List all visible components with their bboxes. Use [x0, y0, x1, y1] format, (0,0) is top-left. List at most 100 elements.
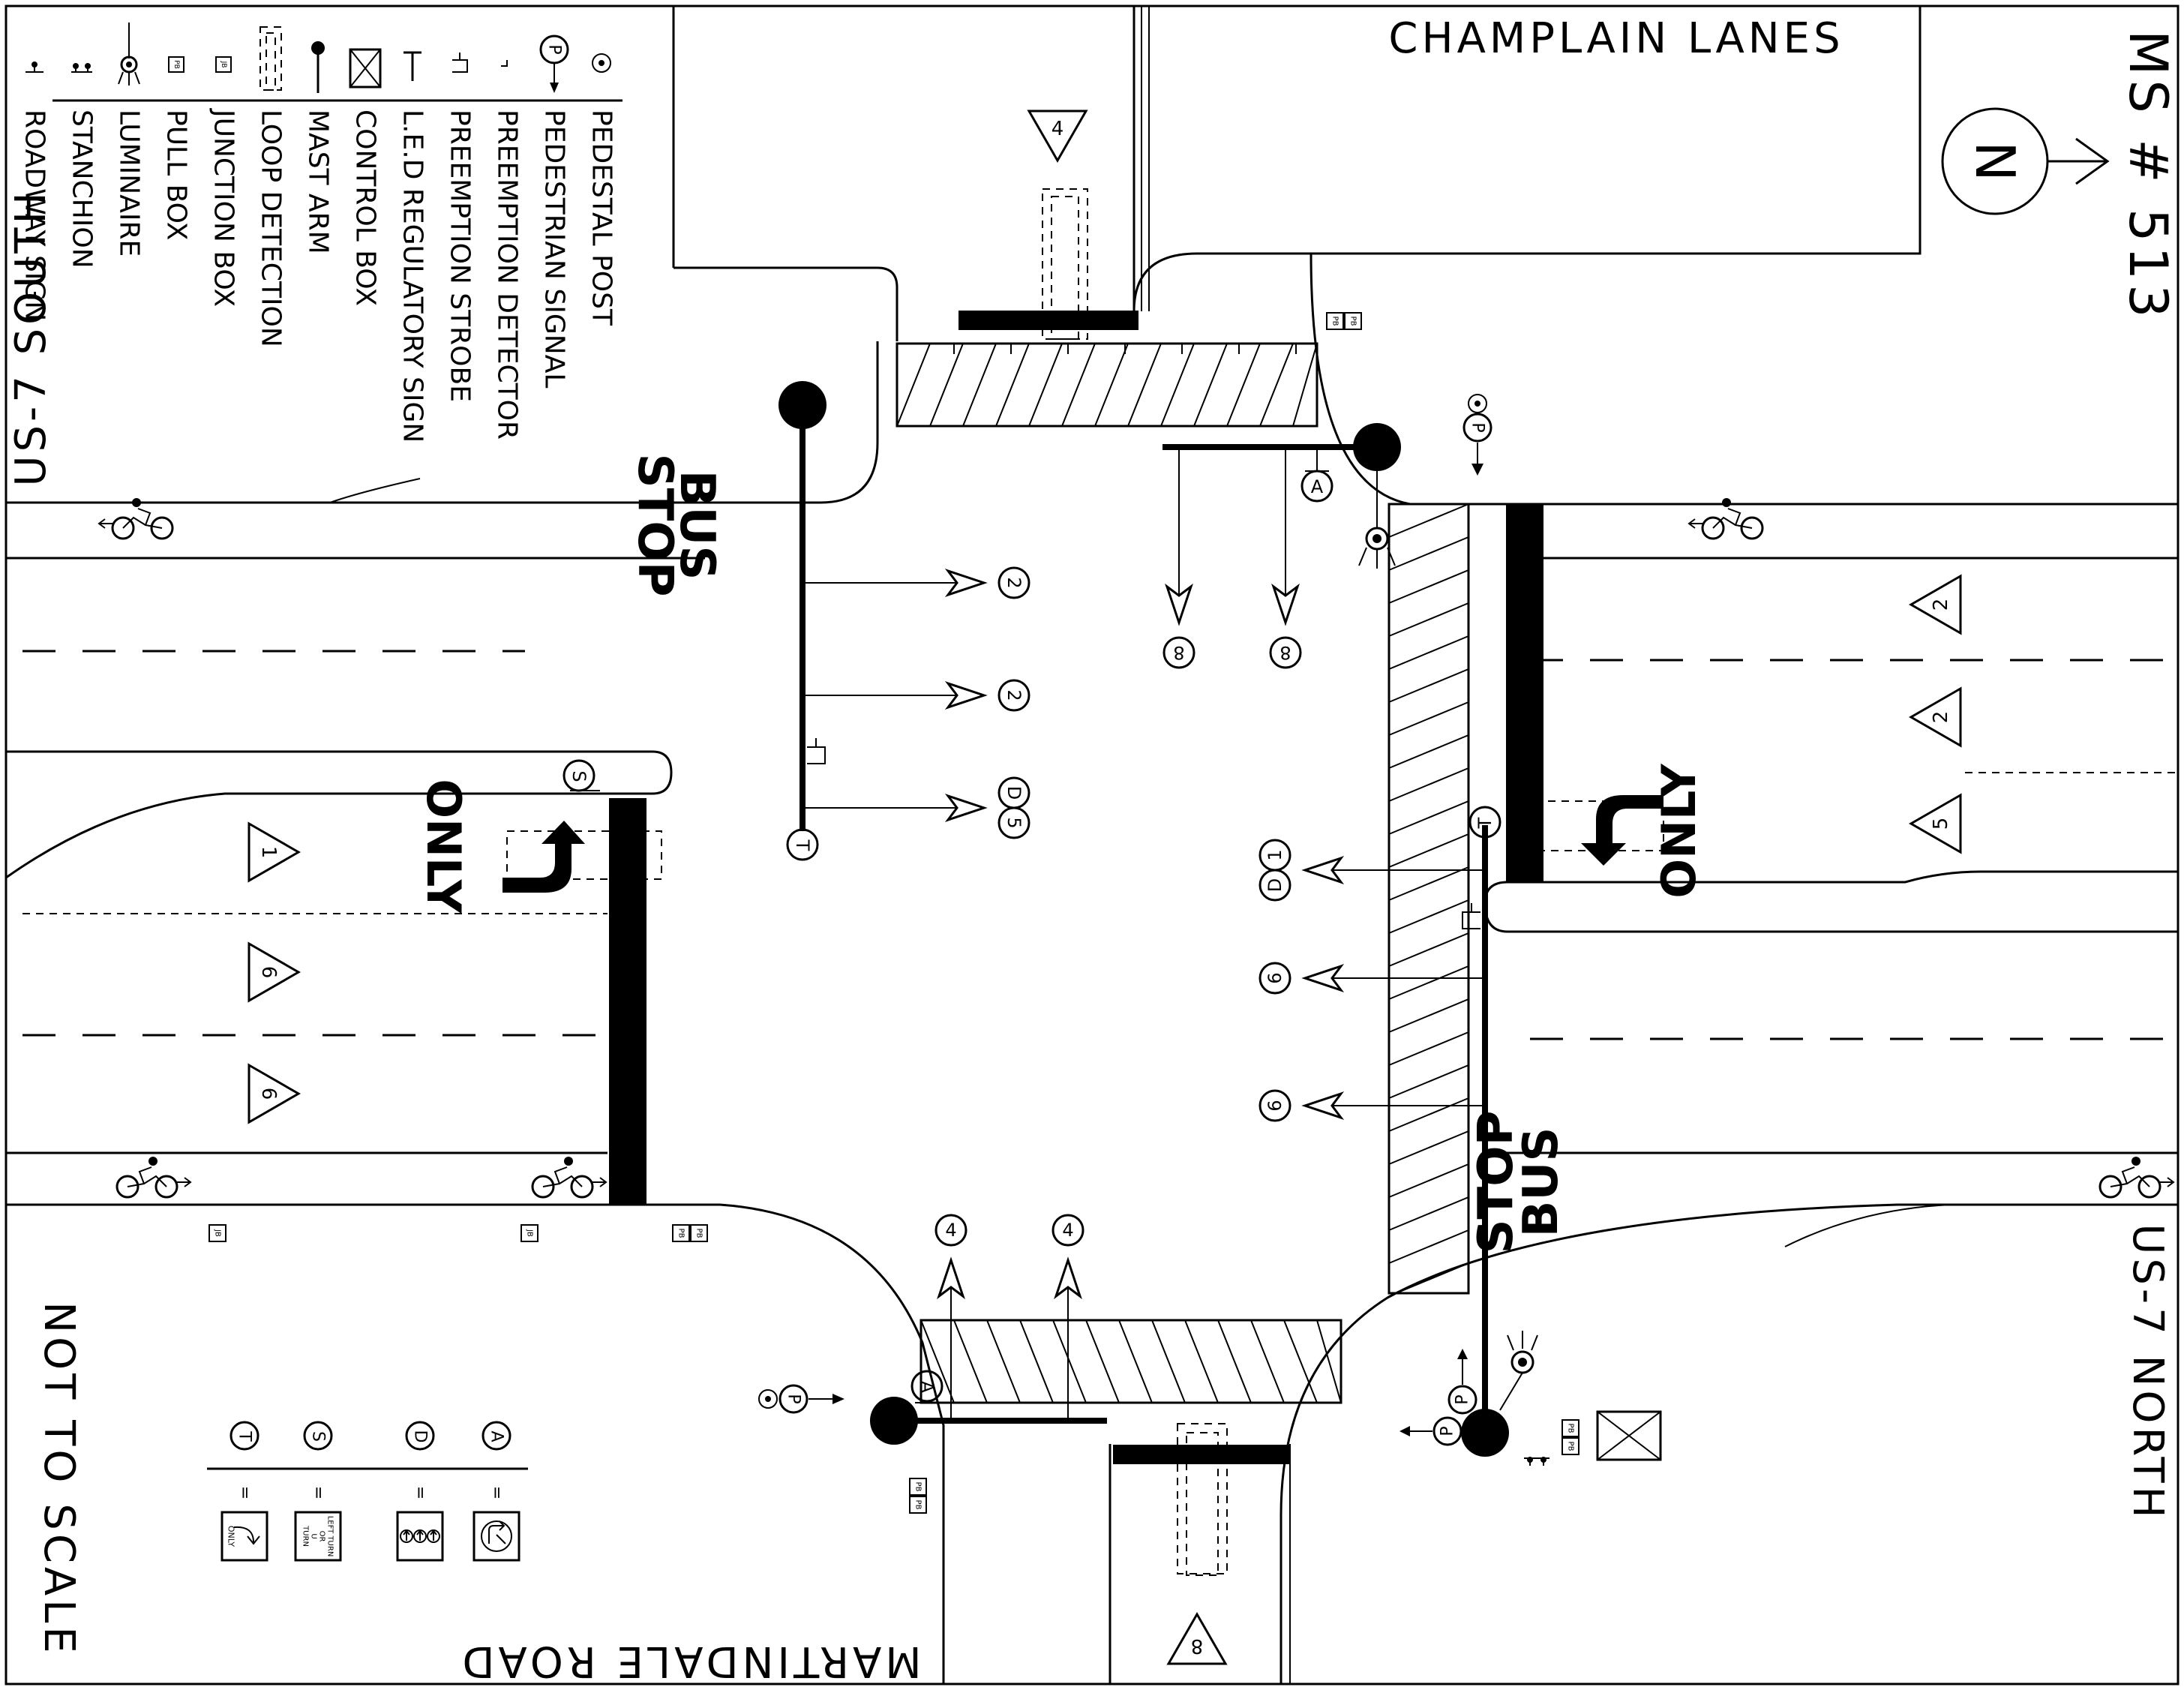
svg-text:OR: OR [318, 1531, 326, 1542]
svg-text:LEFT TURN: LEFT TURN [326, 1516, 334, 1557]
svg-text:P: P [1438, 1426, 1457, 1436]
svg-text:PB: PB [1331, 317, 1340, 326]
triangle-east-2: 2 [1908, 686, 1962, 748]
stop-bar-south [1113, 1445, 1290, 1464]
mast-arm-ne [1162, 423, 1401, 608]
signal-head-nw-2: 2 [944, 679, 1030, 712]
street-east: US-7 NORTH [2123, 1223, 2172, 1521]
sign-marker-A-sw: A [910, 1370, 944, 1403]
svg-text:JB: JB [220, 61, 227, 68]
legend-item-4: L.E.D REGULATORY SIGN [398, 51, 428, 443]
control-box-icon [1596, 1410, 1662, 1461]
svg-text:D: D [1004, 786, 1024, 800]
sign-marker-A-ne: A [1300, 447, 1334, 503]
east-crosswalk [1388, 503, 1470, 1297]
street-west: US-7 SOUTH [7, 188, 56, 486]
legend-label-7: LOOP DETECTION [256, 110, 286, 347]
legend-item-11: STANCHION [67, 63, 98, 269]
turn-arrow-west-icon [502, 821, 585, 893]
north-arrow-label: N [1964, 141, 2026, 182]
triangle-west-2: 6 [248, 941, 302, 1003]
led-regulatory-sign-icon [404, 51, 422, 81]
control-box-icon [349, 48, 382, 89]
pedestrian-signal-sw-icon: P [758, 1384, 844, 1414]
junction-box-icon: JB [215, 56, 232, 73]
pedestrian-signal-icon: P [539, 35, 569, 93]
scale-note: NOT TO SCALE [34, 1301, 83, 1657]
se-curb [1280, 1203, 2178, 1684]
svg-text:S: S [309, 1431, 328, 1442]
svg-text:4: 4 [1052, 118, 1064, 140]
pull-box-7: PB [1562, 1419, 1580, 1437]
triangle-east-3: 5 [1908, 793, 1962, 854]
south-crosswalk [920, 1319, 1342, 1404]
sign-key-item-D: D= [396, 1421, 444, 1562]
junction-box-1: JB [208, 1224, 226, 1242]
svg-text:A: A [488, 1430, 506, 1442]
stop-bar-west [609, 798, 646, 1205]
svg-text:=: = [309, 1486, 328, 1499]
stop-bar-north [958, 311, 1138, 330]
svg-text:PB: PB [914, 1482, 922, 1492]
svg-text:6: 6 [257, 1088, 280, 1100]
south-road-edges [1108, 1444, 1291, 1684]
pedestrian-signal-ne-icon: P [1462, 394, 1492, 476]
east-road-edges [1484, 557, 2178, 1247]
pavement-only-west: ONLY [416, 779, 471, 914]
svg-text:BUS: BUS [669, 470, 724, 581]
signal-head-se-3: 6 [1258, 1089, 1345, 1122]
svg-text:2: 2 [1004, 577, 1024, 588]
legend-label-0: PEDESTAL POST [586, 110, 617, 326]
bike-symbol-2 [531, 1157, 608, 1199]
legend-label-6: MAST ARM [303, 110, 334, 254]
svg-text:=: = [488, 1486, 506, 1499]
pull-box-1: PB [1326, 312, 1344, 330]
pavement-only-east: ONLY [1652, 763, 1706, 898]
svg-text:T: T [1474, 817, 1496, 829]
svg-text:1: 1 [1264, 849, 1286, 860]
svg-text:D: D [411, 1430, 430, 1443]
legend-item-7: LOOP DETECTION [256, 26, 286, 347]
svg-text:PB: PB [1567, 1442, 1575, 1451]
mast-arm-icon [311, 41, 325, 93]
preemption-detector-icon [501, 60, 508, 67]
svg-text:T: T [236, 1430, 254, 1442]
north-road-edges [672, 6, 1922, 341]
triangle-west-3: 6 [248, 1063, 302, 1124]
signal-head-se-2: 6 [1258, 962, 1345, 995]
pavement-stop-bus-west: STOP BUS [627, 453, 724, 596]
svg-text:P: P [1468, 422, 1487, 432]
street-north: CHAMPLAIN LANES [1388, 14, 1844, 63]
svg-text:6: 6 [1264, 1100, 1286, 1111]
legend-label-12: ROADWAY SIGN [20, 110, 50, 321]
bike-symbol-3 [2098, 1157, 2175, 1199]
loop-detection [506, 188, 1664, 1576]
svg-text:6: 6 [257, 966, 280, 979]
signal-head-sw-2: 4 [1052, 1214, 1084, 1300]
nw-curb [6, 341, 879, 504]
legend-label-4: L.E.D REGULATORY SIGN [398, 110, 428, 443]
sign-key-item-A: A= [472, 1421, 520, 1562]
legend-item-3: PREEMPTION STROBE [445, 53, 476, 402]
svg-text:8: 8 [1191, 1634, 1204, 1657]
svg-text:D: D [1264, 878, 1286, 892]
svg-text:2: 2 [1930, 599, 1952, 611]
legend-label-3: PREEMPTION STROBE [445, 110, 476, 402]
lane-triangles: 4 8 1 6 6 2 2 5 [248, 110, 1962, 1665]
bike-symbol-1 [116, 1157, 192, 1199]
signal-head-sw-1: 4 [934, 1214, 968, 1300]
ne-curb [1310, 253, 2178, 506]
legend-label-11: STANCHION [67, 110, 98, 269]
signal-head-ne-2: 8 [1269, 583, 1302, 669]
legend-item-2: PREEMPTION DETECTOR [492, 60, 523, 440]
pull-box-2: PB [1344, 312, 1362, 330]
bike-symbol-4 [98, 498, 174, 540]
bike-symbol-5 [1688, 498, 1764, 540]
luminaire-icon [118, 23, 140, 86]
svg-text:TURN: TURN [302, 1525, 310, 1547]
legend-label-8: JUNCTION BOX [208, 108, 239, 307]
